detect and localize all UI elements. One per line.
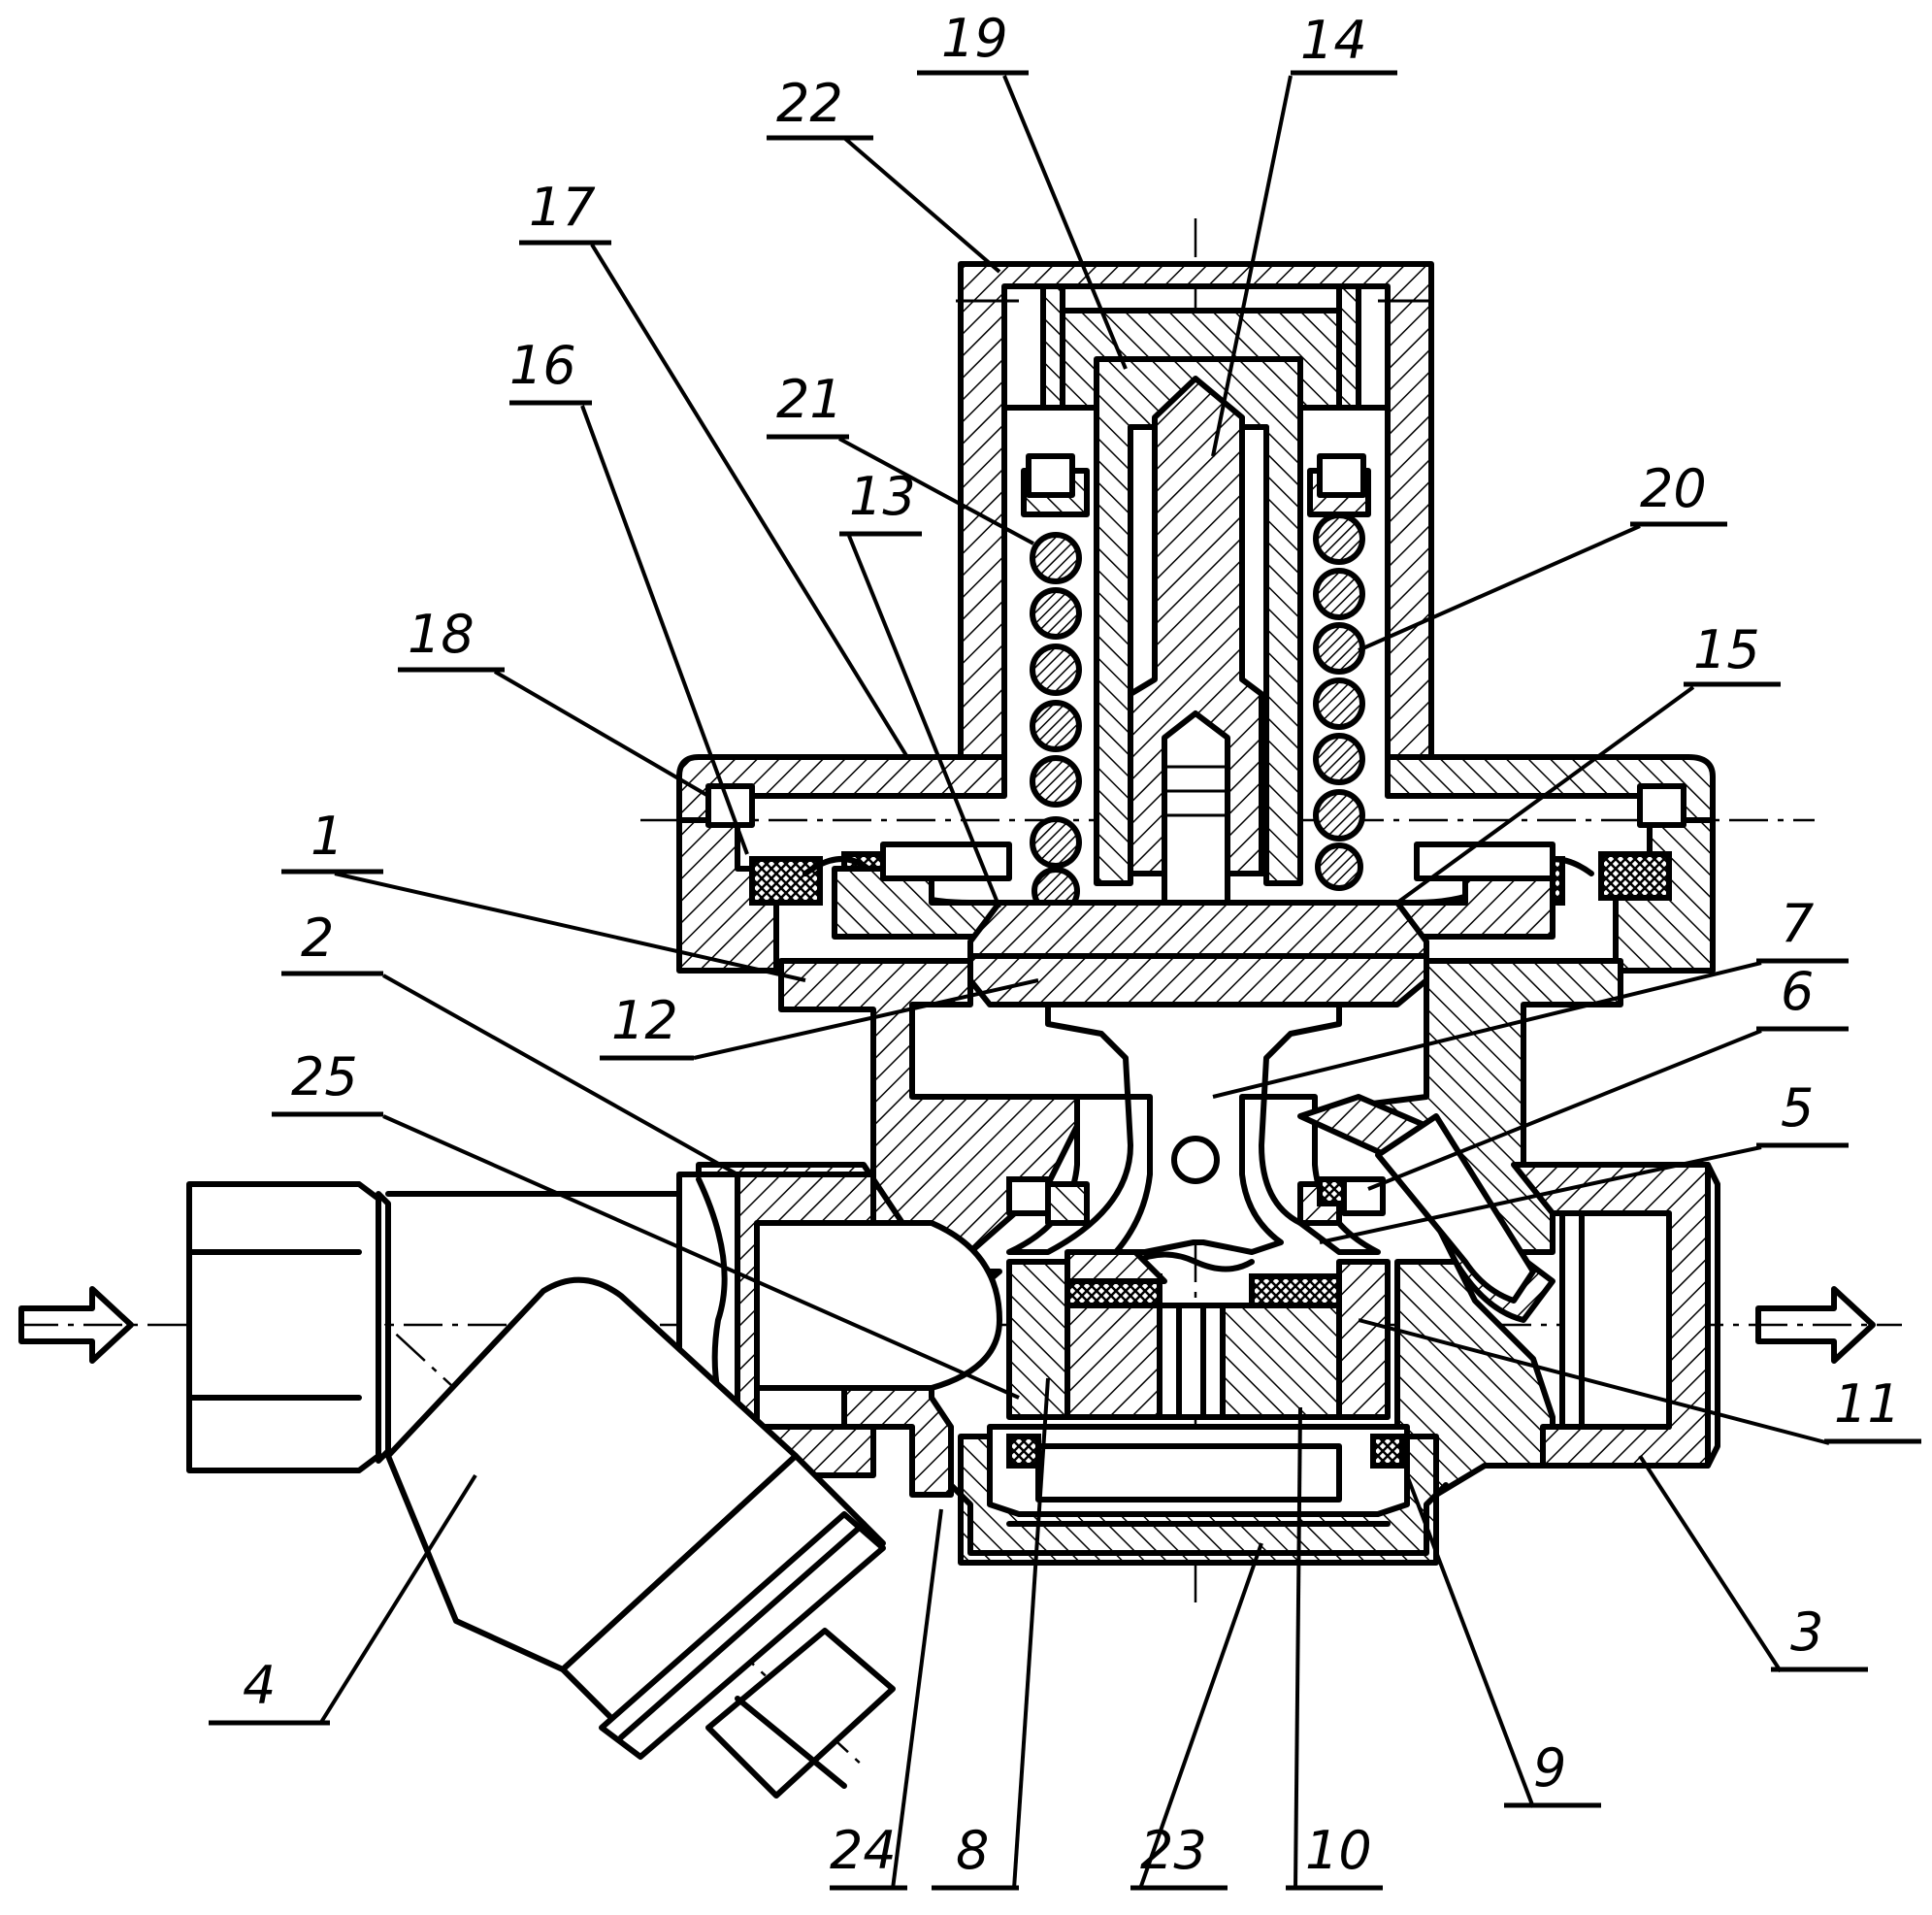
part-number-18: 18 (408, 604, 475, 665)
part-number-22: 22 (776, 73, 843, 134)
part-number-21: 21 (776, 369, 843, 430)
part-number-4: 4 (243, 1655, 276, 1716)
part-number-1: 1 (311, 806, 344, 867)
bottom-cover (951, 1427, 1446, 1563)
label-3: 3 (1640, 1456, 1868, 1671)
part-number-19: 19 (941, 8, 1008, 69)
part-number-25: 25 (291, 1046, 358, 1107)
part-number-11: 11 (1834, 1373, 1901, 1435)
part-number-12: 12 (611, 990, 678, 1051)
part-number-17: 17 (529, 177, 596, 238)
adjusting-screw (1097, 359, 1300, 971)
part-number-5: 5 (1781, 1077, 1814, 1139)
part-number-16: 16 (509, 335, 576, 396)
part-number-24: 24 (830, 1820, 897, 1881)
part-number-7: 7 (1781, 893, 1814, 954)
label-22: 22 (767, 73, 999, 272)
part-number-6: 6 (1781, 961, 1814, 1022)
part-number-9: 9 (1533, 1737, 1566, 1799)
part-number-13: 13 (849, 466, 916, 527)
part-number-2: 2 (301, 908, 334, 969)
part-number-20: 20 (1640, 458, 1707, 519)
part-number-3: 3 (1790, 1601, 1823, 1663)
part-number-10: 10 (1305, 1820, 1372, 1881)
label-18: 18 (398, 604, 708, 796)
part-number-8: 8 (956, 1820, 989, 1881)
part-number-23: 23 (1140, 1820, 1207, 1881)
valve-disc (1009, 1252, 1388, 1417)
part-number-14: 14 (1300, 10, 1367, 71)
part-number-15: 15 (1693, 619, 1760, 680)
